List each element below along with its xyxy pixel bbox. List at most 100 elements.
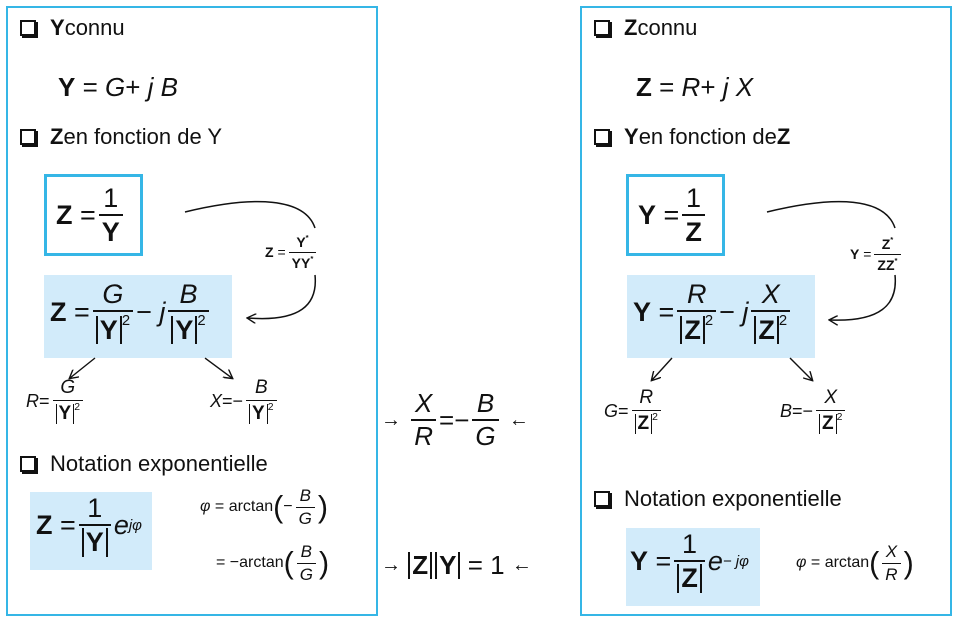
eq-plus: + — [125, 72, 141, 102]
checkbox-bullet-icon — [20, 20, 36, 36]
fraction-num: B — [179, 279, 198, 309]
exp-power: jφ — [128, 516, 142, 534]
checkbox-bullet-icon — [594, 129, 610, 145]
exponent: 2 — [704, 313, 714, 330]
fraction-den: R — [882, 562, 901, 584]
fraction-num: X — [824, 387, 838, 408]
eq-lhs: X — [210, 390, 223, 411]
phi-symbol: φ — [200, 498, 211, 516]
eq-minus: − — [232, 390, 244, 411]
right-conjugate-formula: Y = Z*ZZ* — [850, 235, 904, 273]
eq-j: j — [742, 296, 749, 327]
function-name: arctan — [228, 498, 274, 516]
magnitude: Z — [680, 315, 705, 344]
fraction-num: R — [686, 279, 707, 309]
eq-sign: = — [277, 244, 286, 261]
y-inverse-box — [626, 174, 725, 256]
eq-lhs: Y — [633, 296, 652, 327]
eq-lhs: Z — [36, 509, 53, 540]
eq-sign: = — [216, 554, 226, 572]
heading-bold-symbol: Y — [624, 124, 639, 149]
exp-power: − jφ — [722, 552, 749, 570]
eq-term-a: G — [105, 72, 126, 102]
magnitude: Z — [677, 564, 702, 593]
fraction-den: R — [411, 419, 437, 450]
function-name: arctan — [824, 554, 870, 572]
eq-lhs: Z — [265, 244, 274, 261]
fraction-num: 1 — [686, 183, 702, 213]
checkbox-bullet-icon — [20, 129, 36, 145]
fraction-den: ZZ — [877, 256, 895, 273]
magnitude: Y — [435, 551, 461, 580]
eq-sign: = — [39, 390, 50, 411]
conjugate-star: * — [310, 253, 314, 263]
heading-text: connu — [637, 15, 698, 40]
checkbox-bullet-icon — [594, 20, 610, 36]
fraction-num: Z — [881, 235, 891, 252]
eq-lhs: Y — [58, 72, 76, 102]
arrow-left-icon: ← — [511, 554, 532, 576]
z-inverse-box — [44, 174, 143, 256]
exponent: 2 — [836, 411, 843, 423]
eq-sign: = — [663, 199, 680, 230]
conjugate-star: * — [890, 235, 894, 244]
conjugate-star: * — [894, 255, 898, 265]
eq-lhs: Z — [56, 199, 73, 230]
eq-lhs: R — [26, 390, 39, 411]
eq-minus: − — [454, 404, 470, 435]
eq-term-b: X — [735, 72, 754, 102]
eq-plus: + — [700, 72, 716, 102]
eq-minus: − — [283, 498, 293, 516]
function-name: arctan — [239, 554, 284, 572]
eq-minus: − — [136, 296, 152, 327]
eq-lhs: Y — [850, 246, 860, 263]
fraction-num: 1 — [103, 183, 119, 213]
eq-sign: = — [810, 554, 821, 572]
heading-bold-symbol: Z — [776, 124, 791, 149]
heading-text: en fonction de — [638, 124, 777, 149]
eq-lhs: Y — [630, 545, 649, 576]
eq-minus: − — [229, 554, 240, 572]
left-heading-y-known: Y connu — [18, 15, 125, 41]
fraction-num: X — [885, 542, 898, 561]
fraction-num: B — [299, 486, 311, 505]
heading-bold-symbol: Y — [50, 15, 65, 40]
magnitude: Z — [634, 414, 653, 435]
left-conjugate-formula: Z = Y*YY* — [265, 233, 319, 270]
right-heading-y-from-z: Y en fonction de Z — [592, 124, 790, 150]
eq-j: j — [722, 72, 729, 102]
eq-term-b: B — [160, 72, 179, 102]
heading-text: Notation exponentielle — [50, 451, 268, 476]
eq-sign: = — [863, 246, 872, 263]
fraction-num: 1 — [87, 493, 103, 523]
heading-bold-symbol: Z — [624, 15, 638, 40]
eq-minus: − — [719, 296, 735, 327]
fraction-num: X — [761, 279, 780, 309]
heading-text: en fonction de Y — [63, 124, 223, 149]
eq-value: 1 — [490, 550, 505, 580]
eq-sign: = — [439, 404, 455, 435]
eq-sign: = — [74, 296, 90, 327]
eq-lhs: G — [604, 400, 619, 421]
exponent: 2 — [652, 411, 658, 423]
fraction-num: 1 — [682, 529, 698, 559]
eq-lhs: B — [780, 400, 793, 421]
exponent: 2 — [121, 313, 131, 330]
magnitude: Z — [754, 315, 779, 344]
